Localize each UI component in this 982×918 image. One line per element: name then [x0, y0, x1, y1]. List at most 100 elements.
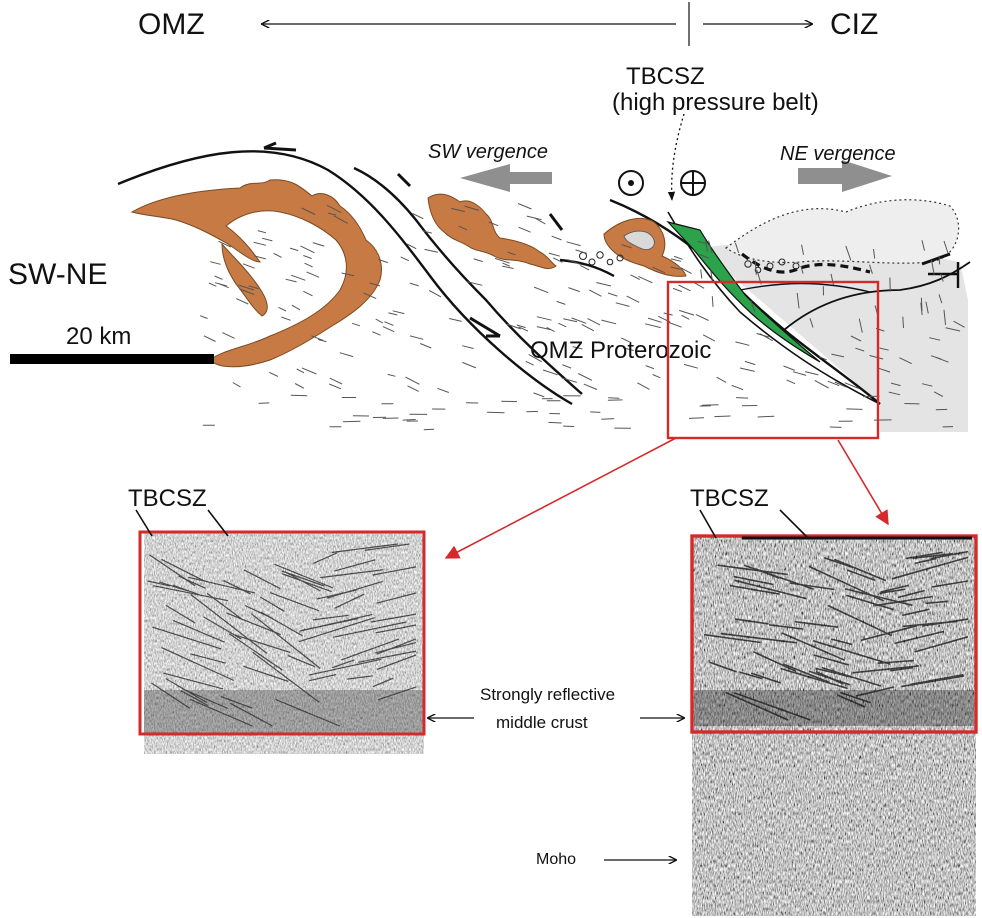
foliation-dash: [409, 282, 419, 287]
seismic-reflector: [153, 585, 229, 602]
inset-left-tbcsz-leaders: [135, 509, 229, 537]
seismic-reflector: [228, 633, 283, 671]
foliation-dash: [601, 418, 615, 420]
foliation-dash: [378, 258, 388, 264]
foliation-dash: [652, 374, 661, 379]
foliation-dash: [680, 267, 692, 275]
seismic-reflector: [890, 666, 914, 672]
foliation-dash: [214, 275, 223, 280]
seismic-reflector: [301, 618, 359, 632]
foliation-dash: [257, 230, 267, 234]
foliation-dash: [562, 364, 572, 369]
foliation-dash: [739, 367, 755, 372]
seismic-reflector: [900, 675, 965, 688]
foliation-dash: [670, 258, 682, 262]
foliation-dash: [943, 240, 949, 254]
foliation-dash: [407, 385, 419, 392]
tbcsz-subtitle: (high pressure belt): [612, 89, 819, 116]
seismic-reflector: [782, 663, 830, 684]
seismic-reflector: [320, 569, 384, 579]
foliation-dash: [943, 309, 946, 326]
foliation-dash: [208, 282, 217, 287]
seismic-reflector: [847, 569, 876, 582]
foliation-dash: [931, 259, 935, 275]
seismic-reflector: [845, 594, 894, 611]
foliation-dash: [214, 282, 227, 287]
foliation-dash: [412, 213, 424, 220]
foliation-dash: [902, 316, 904, 329]
foliation-dash: [296, 368, 305, 374]
foliation-dash: [533, 286, 549, 294]
reflective-crust-label-line1: Strongly reflective: [480, 685, 615, 704]
foliation-dash: [536, 326, 551, 331]
seismic-reflector: [372, 677, 394, 688]
foliation-dash: [400, 256, 410, 262]
seismic-reflector: [152, 626, 222, 650]
foliation-dash: [494, 257, 510, 264]
foliation-dash: [222, 332, 235, 339]
foliation-dash: [351, 322, 361, 327]
foliation-dash: [925, 301, 929, 314]
seismic-reflector: [905, 551, 943, 560]
foliation-dash: [551, 235, 562, 241]
foliation-dash: [343, 420, 361, 423]
foliation-dash: [210, 261, 221, 265]
foliation-dash: [568, 287, 580, 293]
foliation-dash: [566, 241, 581, 247]
foliation-dash: [420, 343, 432, 349]
inset-left-tbcsz-label: TBCSZ: [128, 485, 207, 512]
seismic-reflector: [794, 620, 839, 628]
foliation-dash: [232, 382, 241, 388]
seismic-reflector: [898, 589, 925, 599]
foliation-dash: [375, 318, 384, 324]
foliation-dash: [929, 337, 941, 341]
seismic-reflector: [163, 672, 224, 690]
foliation-dash: [921, 383, 933, 387]
foliation-dash: [253, 241, 267, 246]
foliation-dash: [935, 356, 949, 363]
seismic-reflector: [879, 588, 906, 595]
seismic-reflector: [734, 579, 807, 600]
seismic-reflector: [220, 695, 253, 709]
foliation-dash: [567, 259, 582, 266]
seismic-reflector: [269, 592, 320, 612]
seismic-reflector: [833, 558, 887, 582]
seismic-reflector: [815, 667, 854, 679]
seismic-reflector: [281, 570, 325, 587]
foliation-dash: [850, 335, 862, 342]
seismic-reflector: [332, 659, 355, 669]
foliation-dash: [577, 373, 593, 381]
foliation-dash: [716, 376, 727, 383]
foliation-dash: [630, 274, 640, 280]
seismic-reflector: [243, 569, 281, 590]
foliation-dash: [711, 296, 714, 307]
foliation-dash: [615, 302, 630, 307]
seismic-reflector: [845, 588, 913, 607]
foliation-dash: [688, 417, 705, 419]
sw-vergence-arrow: [460, 164, 552, 192]
foliation-dash: [488, 221, 499, 227]
seismic-reflector: [372, 566, 417, 576]
zoom-box: [666, 280, 880, 440]
foliation-dash: [533, 392, 545, 398]
seismic-reflector: [808, 565, 884, 602]
seismic-reflector: [860, 624, 918, 642]
seismic-reflector: [376, 654, 417, 670]
seismic-reflector: [852, 665, 920, 674]
foliation-dash: [581, 323, 595, 332]
foliation-dash: [525, 360, 534, 366]
seismic-reflector: [709, 661, 737, 673]
foliation-dash: [536, 316, 552, 321]
seismic-reflector: [147, 580, 171, 587]
foliation-dash: [291, 304, 301, 311]
foliation-dash: [290, 394, 308, 397]
foliation-dash: [888, 391, 901, 396]
foliation-dash: [317, 339, 327, 343]
seismic-reflector: [914, 557, 937, 565]
seismic-reflector: [178, 575, 206, 589]
seismic-reflector: [226, 612, 281, 636]
foliation-dash: [786, 379, 796, 385]
seismic-reflector: [223, 580, 251, 595]
foliation-dash: [281, 316, 291, 321]
